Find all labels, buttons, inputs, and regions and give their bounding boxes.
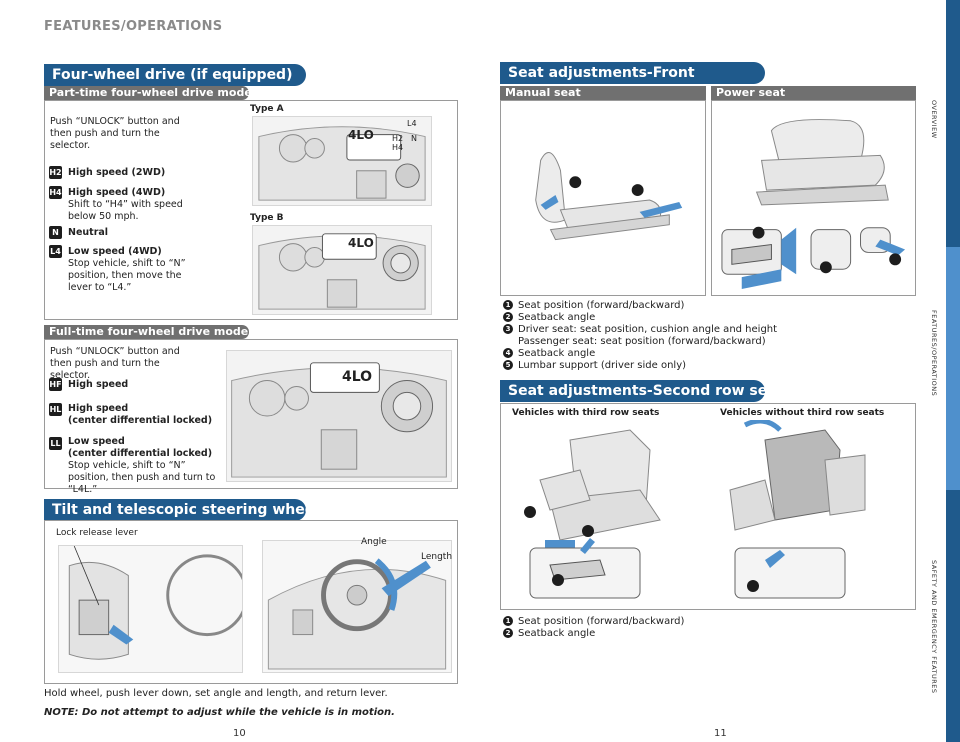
angle-label: Angle [361,537,387,547]
item-n-title: Neutral [68,227,109,238]
tilt-instruction: Hold wheel, push lever down, set angle a… [44,688,388,699]
power-seat-panel [711,100,916,296]
page-header: FEATURES/OPERATIONS [44,19,223,34]
item-hl-title: High speed [68,403,129,414]
front-item-1: 1 Seat position (forward/backward) [503,300,684,312]
front-item-3-text: Driver seat: seat position, cushion angl… [518,324,778,335]
page-number-right: 11 [714,728,727,739]
second-item-1: 1 Seat position (forward/backward) [503,616,684,628]
second-item-1-text: Seat position (forward/backward) [518,616,685,627]
type-b-label: Type B [250,213,284,223]
side-label-safety: SAFETY AND EMERGENCY FEATURES [930,560,938,694]
fwd-banner: Four-wheel drive (if equipped) [44,64,306,86]
front-item-3-num: 3 [503,324,513,334]
item-hl-title2: (center differential locked) [68,415,213,426]
lever-label-h2: H2 [392,134,404,143]
front-seat-banner: Seat adjustments-Front [500,62,765,84]
parttime-intro: Push “UNLOCK” button and then push and t… [50,116,180,151]
second-item-2-num: 2 [503,628,513,638]
badge-l4: L4 [49,245,62,258]
front-item-2-text: Seatback angle [518,312,596,323]
fulltime-intro: Push “UNLOCK” button and then push and t… [50,346,180,381]
badge-n: N [49,226,62,239]
second-item-1-num: 1 [503,616,513,626]
without-third-label: Vehicles without third row seats [720,408,885,418]
front-item-2: 2 Seatback angle [503,312,595,324]
front-item-3: 3 Driver seat: seat position, cushion ang… [503,324,777,336]
fulltime-display: 4LO [342,369,373,385]
item-h2-title: High speed (2WD) [68,167,166,178]
length-label: Length [421,552,453,562]
manual-seat-panel [500,100,706,296]
badge-ll: LL [49,437,62,450]
item-h4-title: High speed (4WD) [68,187,166,198]
second-item-2-text: Seatback angle [518,628,596,639]
item-h4-desc: Shift to “H4” with speed below 50 mph. [68,199,183,222]
front-item-5-num: 5 [503,360,513,370]
item-ll-title2: (center differential locked) [68,448,213,459]
type-a-dashboard-illustration [252,116,432,206]
second-item-2: 2 Seatback angle [503,628,595,640]
lock-lever-illustration [58,545,243,673]
lever-label-l4: L4 [407,119,417,128]
badge-hf: HF [49,378,62,391]
side-label-features: FEATURES/OPERATIONS [930,310,938,397]
side-tab-safety[interactable] [946,494,960,742]
steering-wheel-illustration [262,540,452,673]
front-item-4: 4 Seatback angle [503,348,595,360]
with-third-seat-illustration [520,420,670,605]
front-item-1-num: 1 [503,300,513,310]
item-l4-desc: Stop vehicle, shift to “N” position, the… [68,258,186,293]
item-ll-desc: Stop vehicle, shift to “N” position, the… [68,460,216,495]
front-item-5: 5 Lumbar support (driver side only) [503,360,686,372]
type-a-display: 4LO [348,128,374,142]
item-hf-title: High speed [68,379,129,390]
tilt-note: NOTE: Do not attempt to adjust while the… [44,707,395,718]
front-item-5-text: Lumbar support (driver side only) [518,360,687,371]
lever-label-n: N [411,134,417,143]
power-seat-subbar: Power seat [711,86,916,100]
front-item-3b: Passenger seat: seat position (forward/b… [518,336,766,347]
side-tab-strip [946,0,960,742]
badge-hl: HL [49,403,62,416]
type-a-label: Type A [250,104,284,114]
fulltime-subbar: Full-time four-wheel drive models [44,325,259,339]
front-item-4-num: 4 [503,348,513,358]
badge-h2: H2 [49,166,62,179]
parttime-subbar: Part-time four-wheel drive models [44,86,262,100]
front-item-4-text: Seatback angle [518,348,596,359]
badge-h4: H4 [49,186,62,199]
side-label-overview: OVERVIEW [930,100,938,139]
lever-label-h4: H4 [392,143,404,152]
page-number-left: 10 [233,728,246,739]
item-ll-title: Low speed [68,436,125,447]
lock-release-label: Lock release lever [56,528,138,538]
front-item-1-text: Seat position (forward/backward) [518,300,685,311]
manual-seat-subbar: Manual seat [500,86,706,100]
fulltime-dashboard-illustration [226,350,452,482]
with-third-label: Vehicles with third row seats [512,408,660,418]
side-tab-features[interactable] [946,247,960,490]
type-b-display: 4LO [348,236,374,250]
front-item-2-num: 2 [503,312,513,322]
second-row-banner: Seat adjustments-Second row seats [500,380,792,402]
side-tab-overview[interactable] [946,0,960,243]
item-l4-title: Low speed (4WD) [68,246,162,257]
tilt-banner: Tilt and telescopic steering wheel [44,499,319,521]
without-third-seat-illustration [725,420,875,605]
type-b-dashboard-illustration [252,225,432,315]
